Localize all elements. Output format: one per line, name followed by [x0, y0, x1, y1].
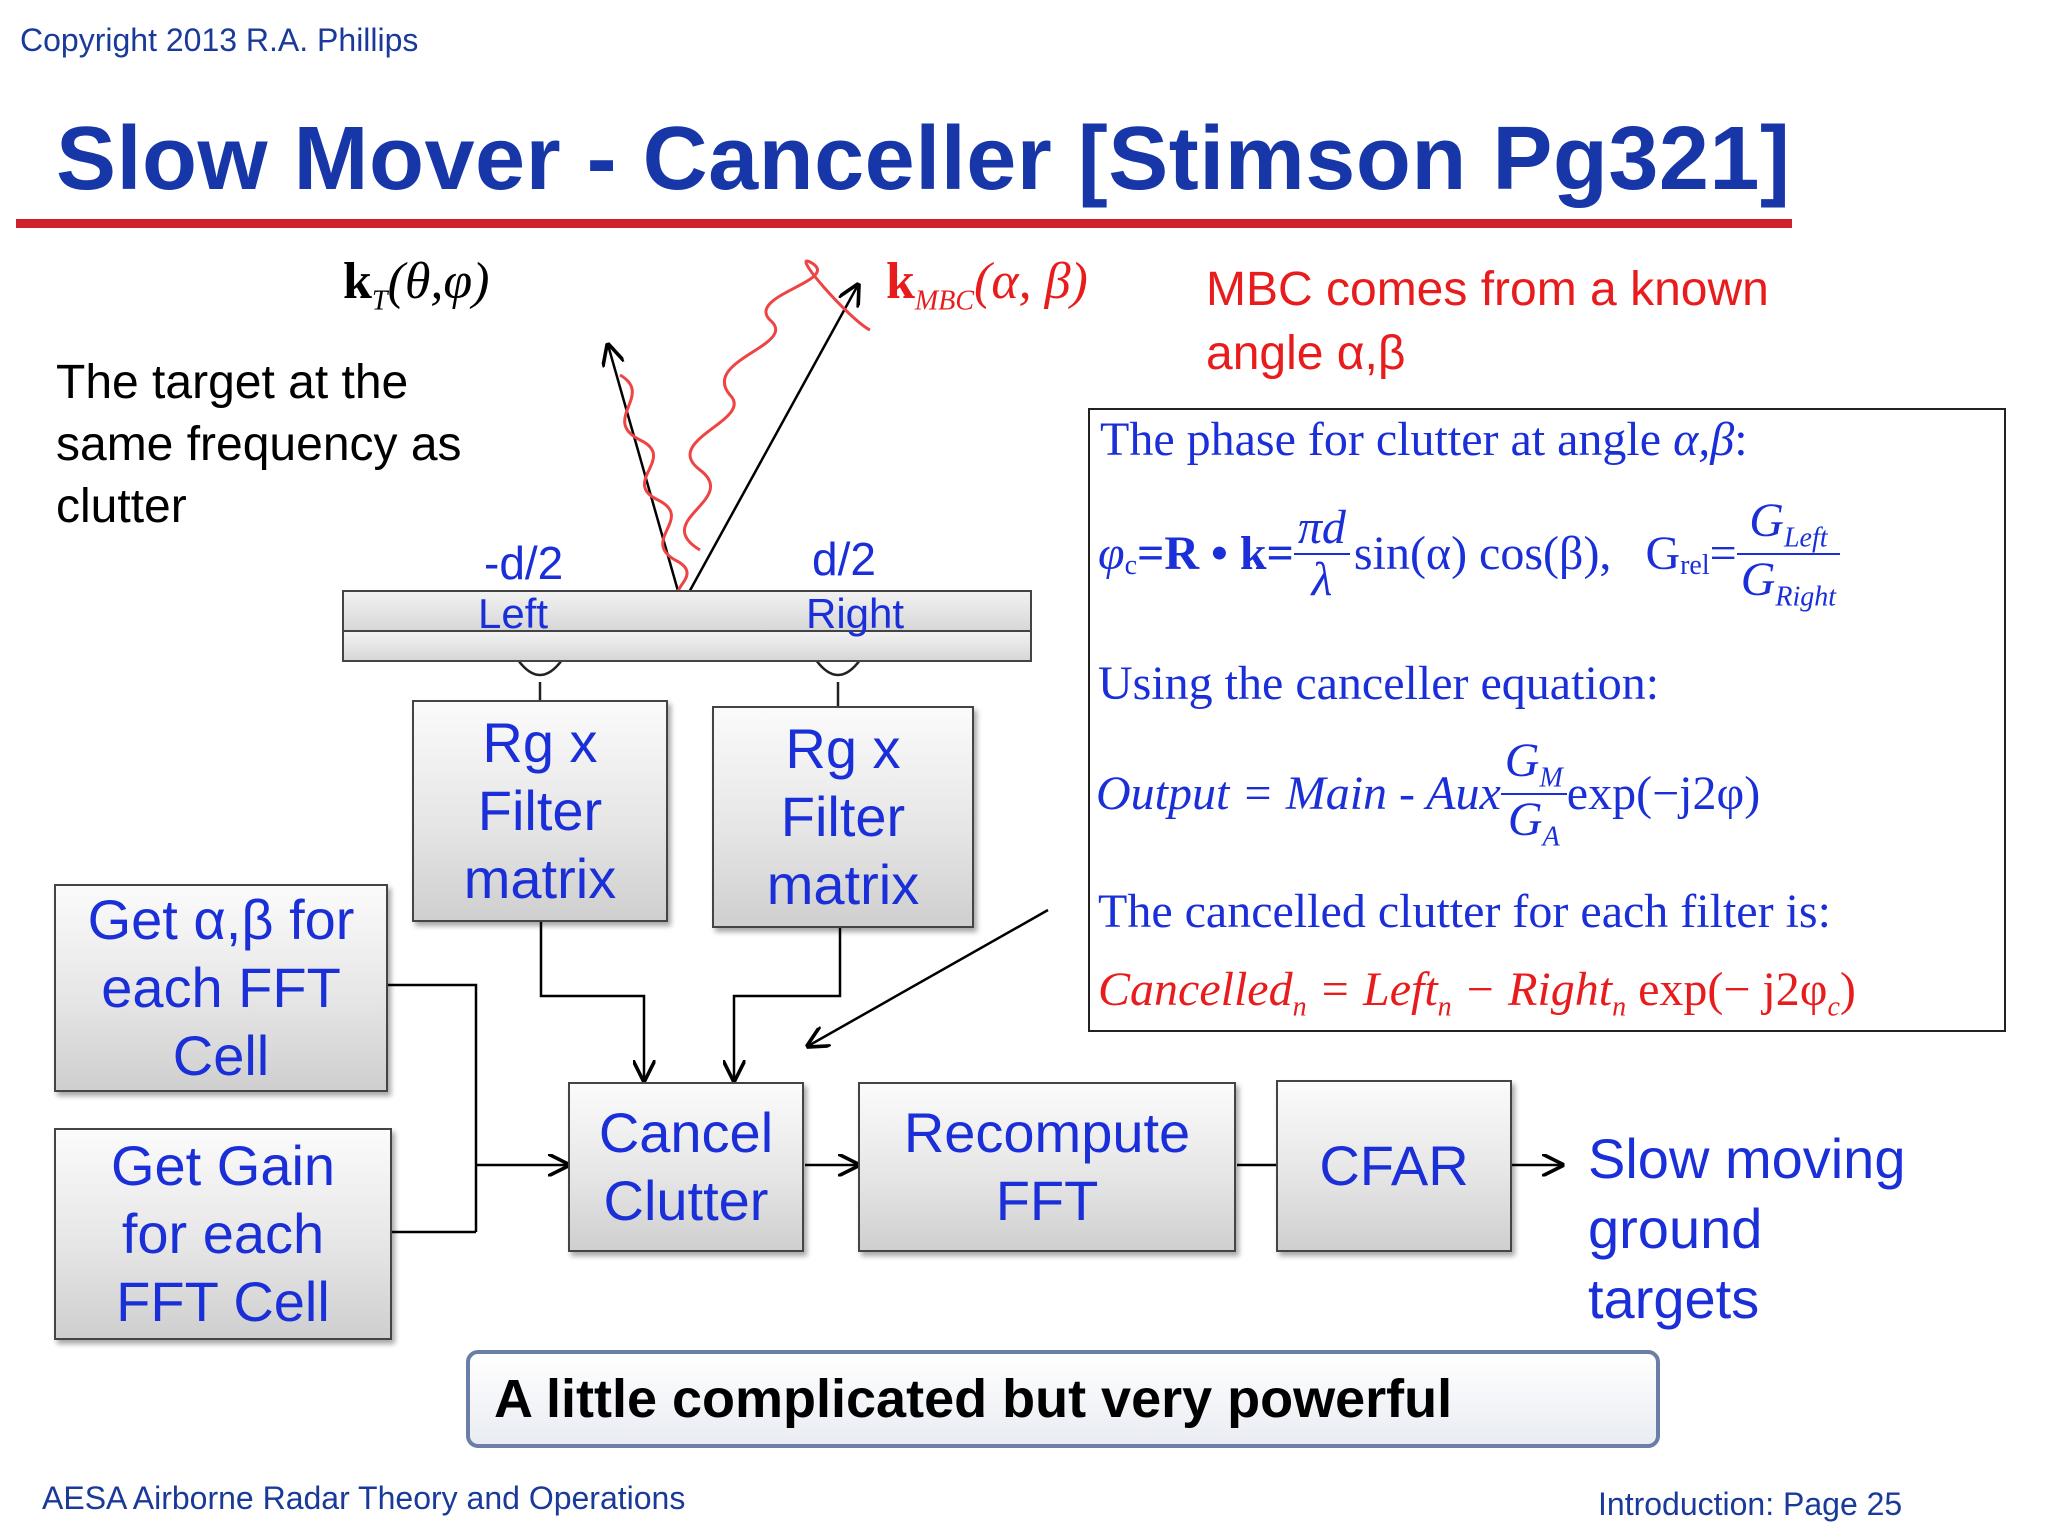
antenna-array-bottom: [342, 630, 1032, 662]
mbc-wave: [683, 259, 871, 552]
phase-intro: The phase for clutter at angle α,β:: [1100, 413, 1748, 466]
left-feed: [516, 659, 564, 677]
mbc-vector-arrow: [680, 285, 858, 606]
tagline-text: A little complicated but very powerful: [494, 1369, 1453, 1429]
right-filter-connector: [734, 926, 842, 1080]
using-canceller-text: Using the canceller equation:: [1098, 657, 1660, 710]
footer-page: Introduction: Page 25: [1598, 1486, 1903, 1522]
target-wave: [619, 373, 689, 602]
right-feed: [814, 659, 862, 677]
target-note: The target at the same frequency as clut…: [56, 356, 462, 533]
cancelled-equation: Cancelledn = Leftn − Rightn exp(− j2φc): [1098, 963, 1856, 1023]
left-position-label: -d/2: [484, 537, 564, 589]
left-subarray-label: Left: [478, 590, 549, 637]
right-subarray-label: Right: [806, 590, 905, 637]
output-label: Slow moving ground targets: [1588, 1127, 1906, 1330]
mbc-note: MBC comes from a known angle α,β: [1206, 263, 1769, 380]
cfar-block: CFAR: [1276, 1080, 1512, 1252]
copyright-text: Copyright 2013 R.A. Phillips: [20, 22, 419, 58]
cancelled-intro-text: The cancelled clutter for each filter is…: [1098, 885, 1831, 938]
canceller-equation: Output = Main - Aux GM GA exp(−j2φ): [1096, 734, 1761, 853]
target-vector-arrow: [608, 345, 684, 606]
equation-pointer-arrow: [808, 908, 1049, 1046]
right-position-label: d/2: [812, 533, 876, 585]
footer-left: AESA Airborne Radar Theory and Operation…: [42, 1480, 686, 1516]
equation-box: [1088, 408, 2006, 1032]
page-title: Slow Mover - Canceller [Stimson Pg321]: [56, 109, 1791, 209]
tagline-box: A little complicated but very powerful: [466, 1350, 1660, 1448]
target-vector-label: kT(θ,φ): [343, 253, 490, 317]
left-filter-connector: [539, 920, 644, 1080]
mbc-vector-label: kMBC(α, β): [886, 253, 1088, 317]
title-underline: [16, 219, 1792, 228]
antenna-array-top: [342, 590, 1032, 632]
angle-connector: [387, 983, 478, 1232]
